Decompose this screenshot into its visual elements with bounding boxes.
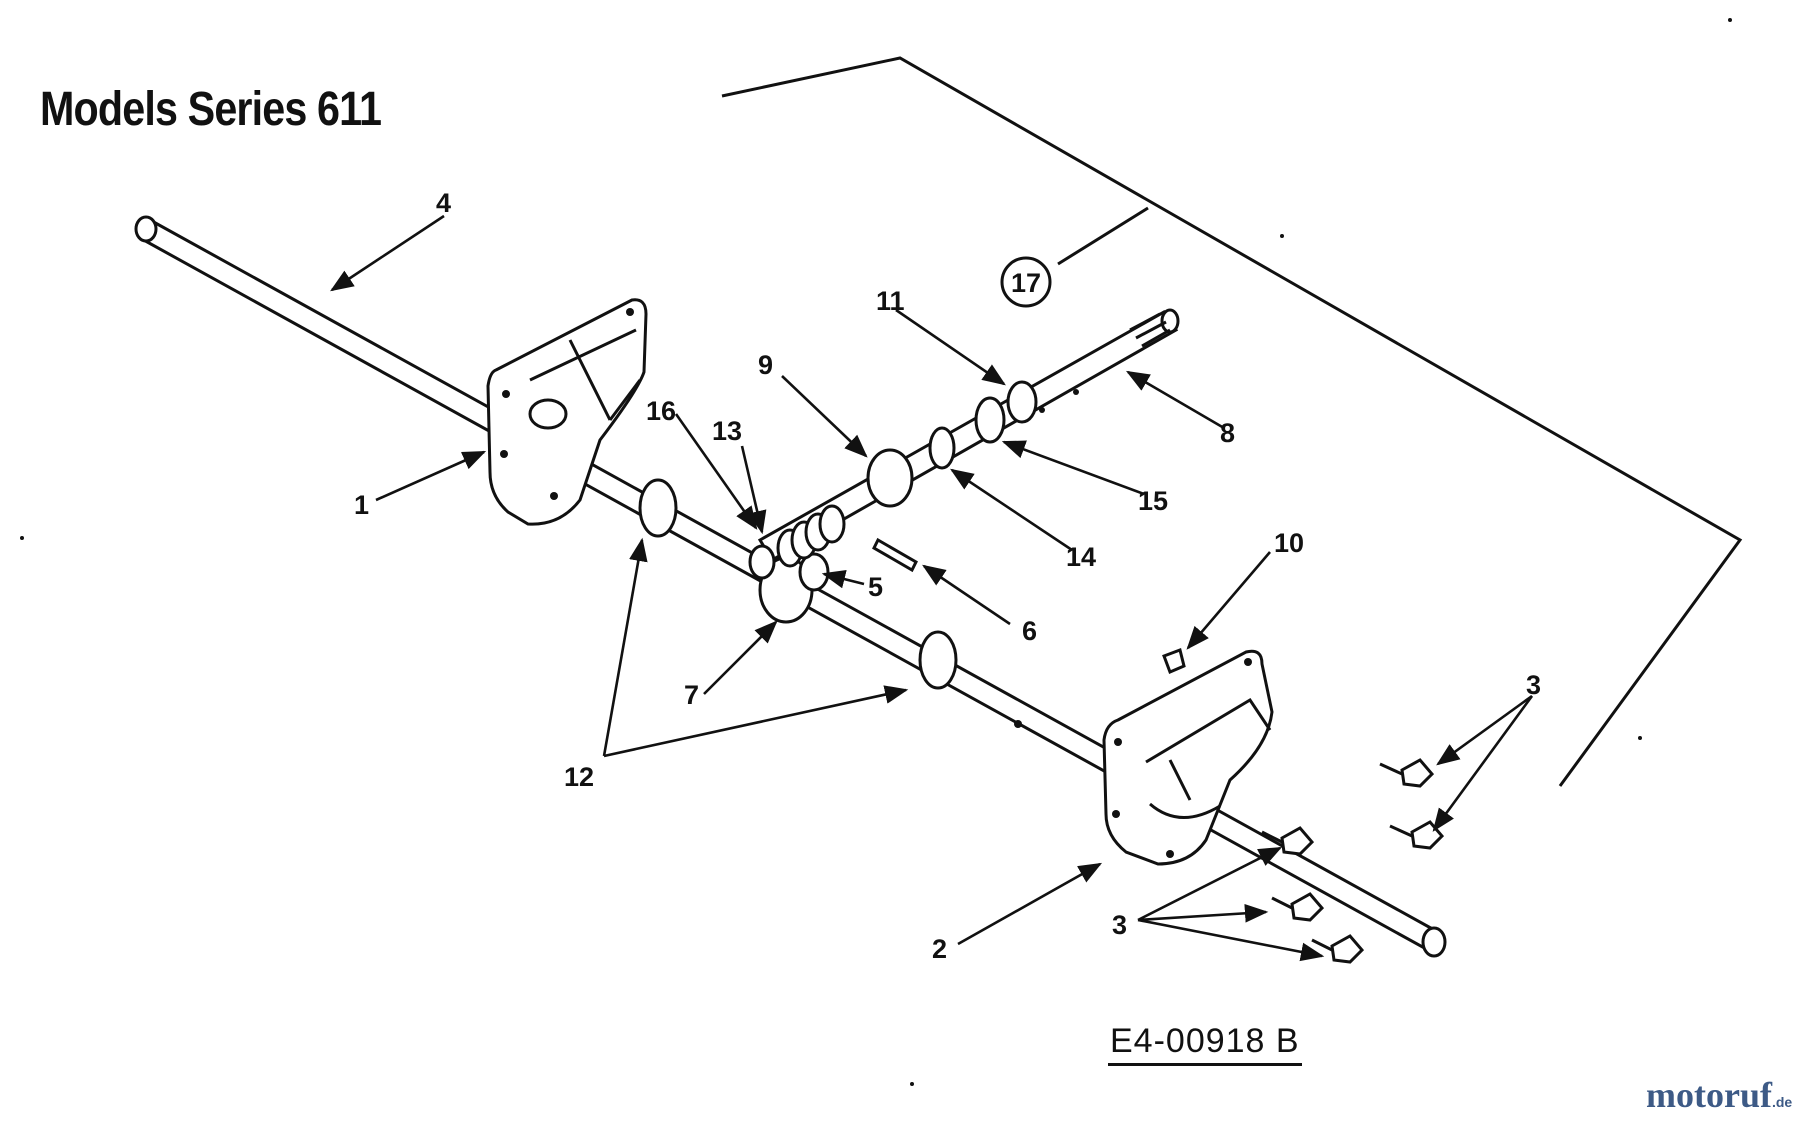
- spacer: [748, 544, 776, 580]
- page-title: Models Series 611: [40, 83, 382, 136]
- washer-right: [918, 630, 958, 690]
- washer-14: [928, 426, 956, 470]
- left-housing: [486, 298, 648, 526]
- grease-fitting: [1162, 648, 1186, 674]
- bearing-11: [1006, 380, 1038, 424]
- watermark-tld: .de: [1771, 1094, 1793, 1110]
- callout-8: 8: [1220, 418, 1235, 448]
- bearing-9: [866, 448, 914, 508]
- callout-3a: 3: [1112, 910, 1127, 940]
- callout-3b: 3: [1526, 670, 1541, 700]
- callout-9: 9: [758, 350, 773, 380]
- callout-13: 13: [712, 416, 742, 446]
- right-housing: [1102, 649, 1274, 866]
- washer-left: [638, 478, 678, 538]
- callout-16: 16: [646, 396, 676, 426]
- callout-4: 4: [436, 188, 451, 218]
- washer-15: [974, 396, 1006, 444]
- callout-6: 6: [1022, 616, 1037, 646]
- callout-5: 5: [868, 572, 883, 602]
- roll-pin: [872, 537, 918, 573]
- callout-14: 14: [1066, 542, 1096, 572]
- callout-12: 12: [564, 762, 594, 792]
- callout-7: 7: [684, 680, 699, 710]
- leader-lines: [330, 214, 1534, 962]
- callout-1: 1: [354, 490, 369, 520]
- callout-17: 17: [1011, 268, 1041, 298]
- watermark-text: motoruf: [1646, 1075, 1772, 1115]
- callout-2: 2: [932, 934, 947, 964]
- drawing-number: E4-00918 B: [1108, 1022, 1302, 1066]
- assembly-bracket: [721, 56, 1743, 787]
- bolts: [1261, 758, 1445, 964]
- callout-17-circle: 17: [1000, 256, 1052, 308]
- callout-15: 15: [1138, 486, 1168, 516]
- worm: [776, 504, 846, 568]
- watermark-logo: motoruf.de: [1646, 1074, 1792, 1116]
- callout-10: 10: [1274, 528, 1304, 558]
- callout-11: 11: [876, 286, 905, 316]
